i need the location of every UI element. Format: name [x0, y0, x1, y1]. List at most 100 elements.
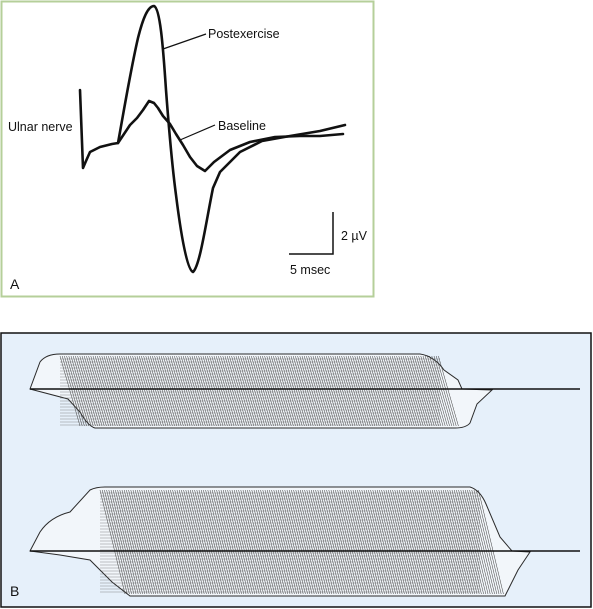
- mesh-line: [326, 489, 352, 595]
- mesh-line: [304, 489, 330, 595]
- mesh-line: [282, 489, 308, 595]
- mesh-line: [325, 355, 347, 427]
- mesh-line: [143, 355, 164, 427]
- mesh-line: [413, 355, 435, 427]
- mesh-line: [435, 355, 457, 427]
- mesh-line: [222, 489, 249, 595]
- mesh-line: [423, 489, 449, 595]
- mesh-line: [269, 489, 295, 595]
- mesh-line: [147, 355, 169, 427]
- mesh-line: [431, 355, 453, 427]
- mesh-line: [418, 355, 439, 427]
- mesh-line: [368, 489, 394, 595]
- mesh-line: [323, 355, 345, 427]
- mesh-line: [233, 355, 255, 427]
- mesh-line: [357, 489, 383, 595]
- mesh-line: [244, 355, 266, 427]
- mesh-line: [77, 355, 98, 427]
- mesh-line: [231, 355, 252, 427]
- mesh-line: [233, 489, 260, 595]
- mesh-line: [99, 355, 120, 427]
- mesh-line: [359, 489, 385, 595]
- mesh-line: [205, 489, 231, 595]
- mesh-line: [409, 355, 431, 427]
- mesh-line: [464, 489, 491, 595]
- mesh-line: [196, 489, 223, 595]
- mesh-line: [313, 489, 339, 595]
- mesh-line: [473, 489, 500, 595]
- mesh-line: [260, 489, 286, 595]
- mesh-line: [391, 355, 413, 427]
- mesh-line: [462, 489, 489, 595]
- mesh-line: [161, 489, 187, 595]
- mesh-line: [207, 355, 228, 427]
- mesh-line: [134, 355, 156, 427]
- mesh-line: [139, 489, 165, 595]
- baseline-label: Baseline: [218, 119, 266, 133]
- mesh-line: [266, 355, 288, 427]
- mesh-line: [72, 355, 94, 427]
- mesh-line: [467, 489, 493, 595]
- scale-bar-time-label: 5 msec: [290, 263, 330, 277]
- mesh-line: [244, 489, 271, 595]
- mesh-line: [101, 489, 128, 595]
- mesh-line: [277, 355, 299, 427]
- mesh-line: [385, 489, 412, 595]
- mesh-line: [330, 489, 357, 595]
- mesh-line: [154, 355, 175, 427]
- mesh-line: [284, 489, 311, 595]
- mesh-line: [434, 489, 460, 595]
- mesh-line: [130, 489, 157, 595]
- mesh-line: [203, 489, 229, 595]
- panel-b-figure: B: [0, 332, 592, 608]
- mesh-line: [215, 355, 237, 427]
- mesh-line: [258, 489, 284, 595]
- mesh-line: [112, 489, 139, 595]
- mesh-line: [387, 355, 409, 427]
- mesh-line: [181, 489, 207, 595]
- mesh-line: [416, 355, 437, 427]
- mesh-line: [275, 489, 302, 595]
- mesh-line: [324, 489, 350, 595]
- mesh-line: [145, 489, 172, 595]
- mesh-line: [396, 489, 423, 595]
- mesh-line: [235, 355, 257, 427]
- mesh-line: [374, 355, 395, 427]
- mesh-line: [231, 489, 258, 595]
- mesh-line: [281, 355, 303, 427]
- mesh-line: [398, 355, 420, 427]
- mesh-line: [390, 489, 416, 595]
- mesh-line: [249, 489, 275, 595]
- mesh-line: [255, 355, 277, 427]
- mesh-line: [183, 489, 209, 595]
- mesh-line: [193, 355, 215, 427]
- mesh-line: [356, 355, 378, 427]
- mesh-line: [94, 355, 116, 427]
- mesh-line: [295, 489, 322, 595]
- mesh-line: [301, 355, 323, 427]
- mesh-line: [200, 355, 222, 427]
- mesh-line: [358, 355, 380, 427]
- mesh-line: [328, 355, 349, 427]
- mesh-line: [379, 489, 405, 595]
- mesh-line: [328, 489, 355, 595]
- panel-a-frame: [0, 0, 375, 298]
- mesh-line: [365, 489, 392, 595]
- mesh-line: [227, 489, 253, 595]
- mesh-line: [108, 355, 129, 427]
- mesh-line: [424, 355, 446, 427]
- mesh-line: [271, 489, 297, 595]
- mesh-line: [61, 355, 83, 427]
- mesh-line: [460, 489, 487, 595]
- mesh-line: [138, 355, 160, 427]
- mesh-line: [128, 489, 154, 595]
- mesh-line: [172, 489, 198, 595]
- mesh-line: [299, 489, 326, 595]
- mesh-line: [405, 355, 426, 427]
- baseline-trace: [116, 99, 345, 173]
- mesh-line: [392, 489, 418, 595]
- mesh-line: [200, 489, 227, 595]
- mesh-line: [403, 489, 429, 595]
- mesh-line: [158, 355, 180, 427]
- mesh-line: [152, 355, 173, 427]
